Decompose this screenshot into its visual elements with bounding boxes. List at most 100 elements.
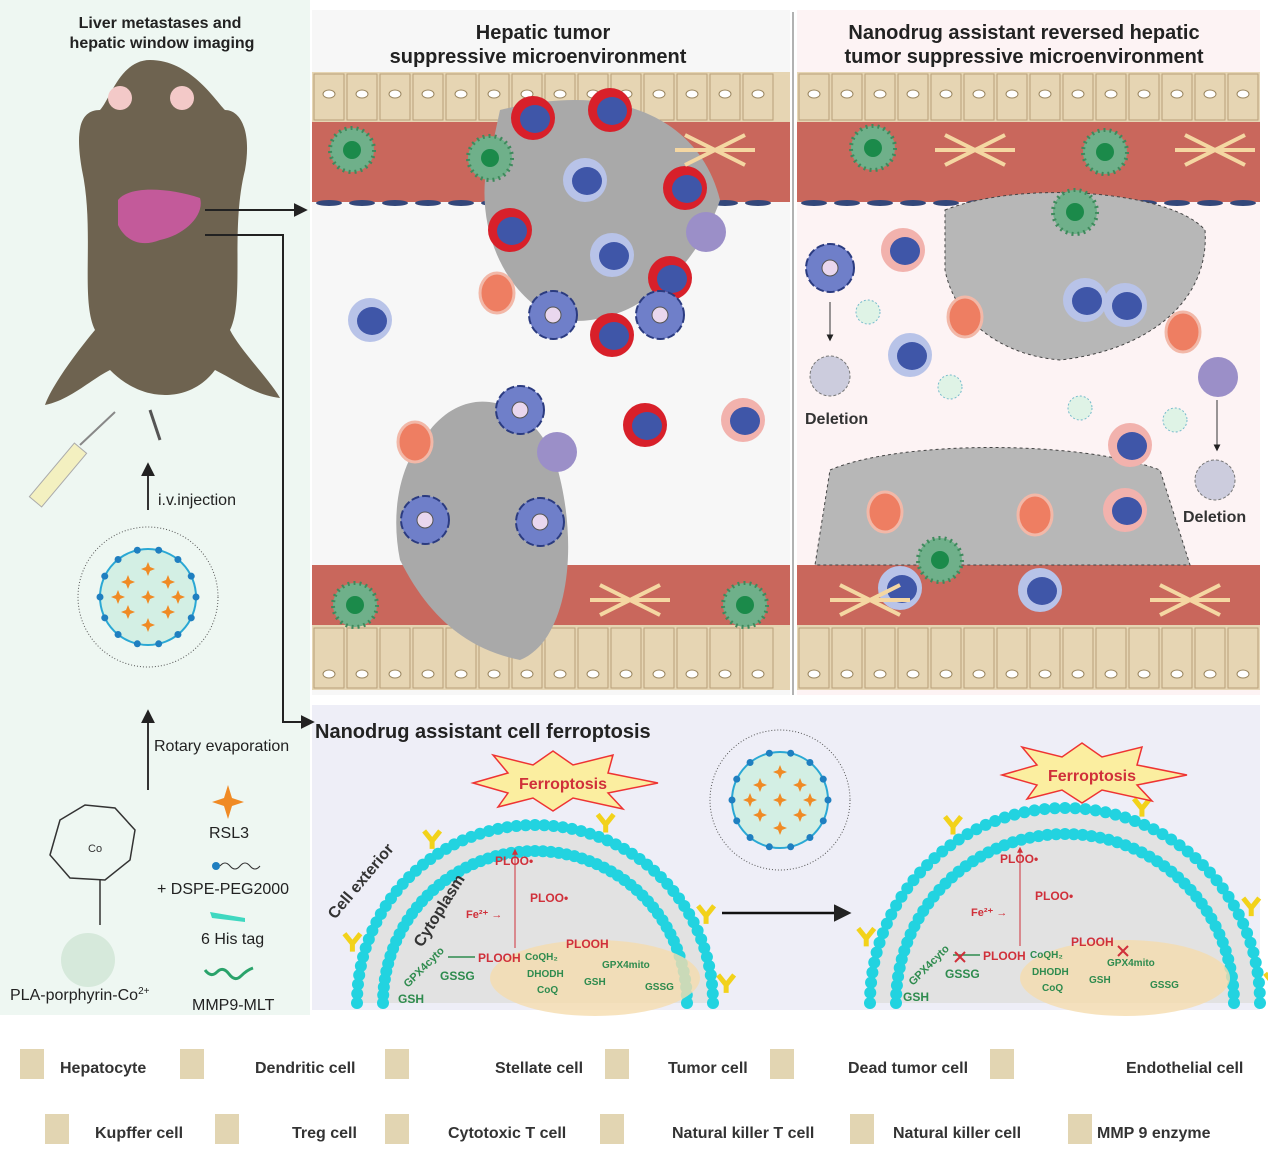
endothelial-cell xyxy=(415,200,441,206)
legend-item-kupffer-cell: Kupffer cell xyxy=(45,1114,183,1144)
dspe-peg-icon xyxy=(212,862,261,870)
lipid-head xyxy=(681,997,693,1009)
hepatocyte xyxy=(346,73,378,121)
lipid-head xyxy=(1128,814,1141,827)
hepatocyte xyxy=(313,627,345,689)
ferroptosis-panel-title: Nanodrug assistant cell ferroptosis xyxy=(315,721,651,743)
mouse-illustration xyxy=(45,60,280,441)
hepatocyte xyxy=(709,627,741,689)
ferroptosis-label: Ferroptosis xyxy=(519,776,607,793)
mmp9-enzyme xyxy=(716,973,737,993)
hepatocyte xyxy=(1128,627,1160,689)
dspe-head xyxy=(824,796,832,804)
dspe-head xyxy=(155,640,163,648)
lipid-head xyxy=(547,819,560,832)
hepatocyte-nucleus xyxy=(939,89,953,99)
lipid-head xyxy=(1018,806,1031,819)
nkt-cell-nucleus xyxy=(1117,432,1147,460)
rsl3-star xyxy=(141,590,155,604)
deletion-label-2: Deletion xyxy=(1183,509,1246,526)
nk-cell xyxy=(1164,310,1202,354)
dspe-head xyxy=(101,614,109,622)
hepatocyte-nucleus xyxy=(421,89,435,99)
ploo-label: PLOO• xyxy=(1035,889,1073,903)
endothelial-cell xyxy=(1230,200,1256,206)
hepatocyte xyxy=(379,73,411,121)
lipid-head xyxy=(1232,908,1245,921)
dspe-head xyxy=(765,749,773,757)
hepatocyte-nucleus xyxy=(454,669,468,679)
lipid-head xyxy=(989,814,1002,827)
lipid-head xyxy=(876,927,889,940)
lipid-head xyxy=(1227,979,1240,992)
dspe-head xyxy=(96,593,104,601)
lipid-head xyxy=(354,959,367,972)
legend-label: Natural killer cell xyxy=(893,1125,1021,1142)
lipid-head xyxy=(880,917,893,930)
hepatocyte xyxy=(930,73,962,121)
hepatocyte-nucleus xyxy=(718,669,732,679)
hepatocyte xyxy=(1194,627,1226,689)
treg-cell-nucleus xyxy=(657,265,687,293)
legend-item-nk-cell: Natural killer cell xyxy=(850,1114,1021,1144)
mmp9-enzyme xyxy=(422,829,443,849)
left-title-2: hepatic window imaging xyxy=(70,35,255,52)
injection-label: i.v.injection xyxy=(158,492,236,509)
coqh-label: CoQH₂ xyxy=(525,952,558,963)
kupffer-nucleus xyxy=(511,401,529,419)
lipid-head xyxy=(890,899,903,912)
lipid-head xyxy=(936,845,949,858)
treg-cell-nucleus xyxy=(520,105,550,133)
lipid-head xyxy=(1156,828,1169,841)
hepatocyte-nucleus xyxy=(652,669,666,679)
stellate-cell xyxy=(675,133,755,167)
rsl3-star xyxy=(141,562,155,576)
hepatocyte xyxy=(1194,73,1226,121)
lipid-head xyxy=(1069,802,1082,815)
hepatocyte-nucleus xyxy=(619,669,633,679)
hepatocyte xyxy=(379,627,411,689)
lipid-head xyxy=(510,819,523,832)
hepatocyte xyxy=(445,73,477,121)
hepatocyte-nucleus xyxy=(586,669,600,679)
hepatocyte xyxy=(963,73,995,121)
hepatocyte xyxy=(864,73,896,121)
gssg-label: GSSG xyxy=(1150,980,1179,991)
lipid-head xyxy=(1099,806,1112,819)
nkt-cell-icon xyxy=(600,1114,624,1144)
hepatocyte-nucleus xyxy=(972,669,986,679)
nkt-cell-nucleus xyxy=(1112,497,1142,525)
hepatocyte-nucleus xyxy=(906,89,920,99)
ploo-label: PLOO• xyxy=(495,854,533,868)
hepatocyte xyxy=(709,73,741,121)
left-title-1: Liver metastases and xyxy=(79,15,242,32)
rsl3-star xyxy=(773,793,787,807)
dspe-label: + DSPE-PEG2000 xyxy=(157,881,289,898)
gssg-label: GSSG xyxy=(945,967,980,981)
hepatocyte xyxy=(831,73,863,121)
lipid-head xyxy=(1147,823,1160,836)
hepatocyte xyxy=(313,73,345,121)
gssg-label: GSSG xyxy=(645,982,674,993)
endothelial-cell xyxy=(745,200,771,206)
dendritic-nucleus xyxy=(481,149,499,167)
kupffer-nucleus xyxy=(531,513,549,531)
legend-item-cytotoxic-t-cell: Cytotoxic T cell xyxy=(385,1114,566,1144)
lipid-head xyxy=(979,818,992,831)
hepatocyte xyxy=(1062,627,1094,689)
lipid-head xyxy=(1244,936,1257,949)
deleted-kupffer-cell xyxy=(809,355,851,397)
lipid-head xyxy=(566,822,579,835)
lipid-head xyxy=(1254,997,1266,1009)
rsl3-star xyxy=(171,590,185,604)
dspe-head xyxy=(101,572,109,580)
rsl3-star xyxy=(773,765,787,779)
cytotoxic-t-cell-nucleus xyxy=(599,242,629,270)
syringe-icon xyxy=(28,411,116,508)
legend-label: Dendritic cell xyxy=(255,1060,355,1077)
nk-cell xyxy=(946,295,984,339)
rsl3-star xyxy=(793,808,807,822)
hepatocyte xyxy=(1227,73,1259,121)
fe-label: Fe²⁺ → xyxy=(971,907,1007,919)
dspe-head xyxy=(133,546,141,554)
